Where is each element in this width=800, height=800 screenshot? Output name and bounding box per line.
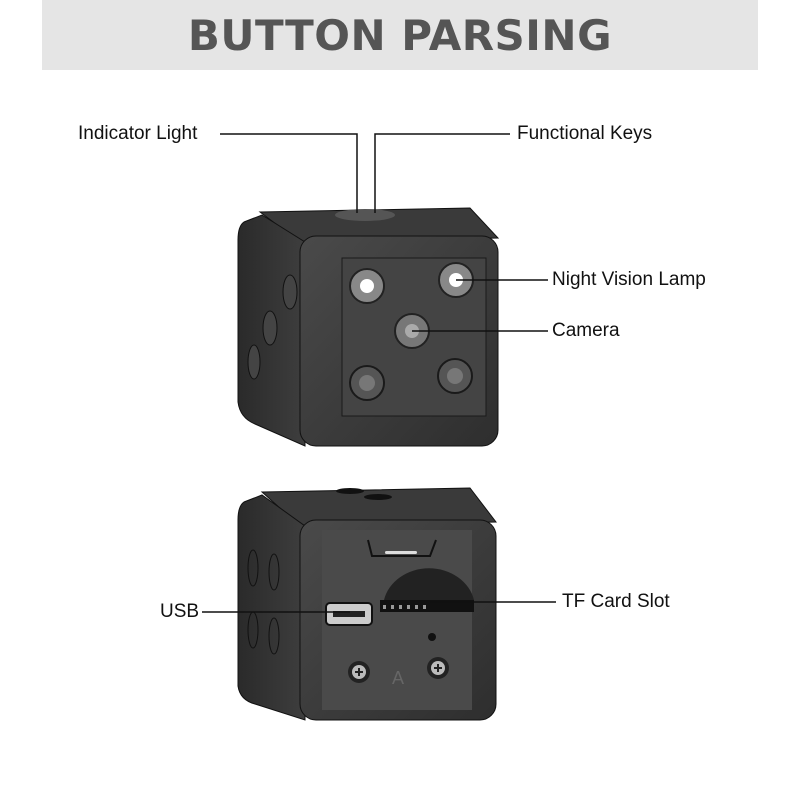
sensor-bottom-left-icon (349, 365, 385, 401)
screw-right-icon (427, 657, 449, 679)
label-camera: Camera (552, 320, 620, 341)
indicator-light-leader (220, 133, 358, 213)
page-title: BUTTON PARSING (187, 10, 613, 60)
tf-card-slot-icon (380, 600, 474, 612)
cube-left-face (237, 494, 306, 721)
tf-card-slot-cover (384, 568, 474, 600)
header-banner: BUTTON PARSING (42, 0, 758, 70)
reset-hole-icon (428, 633, 436, 641)
label-functional-keys: Functional Keys (517, 123, 653, 144)
camera-cube-front-view (237, 207, 500, 447)
label-tf-card-slot: TF Card Slot (562, 591, 670, 612)
top-button-recess (335, 209, 395, 221)
night-vision-lamp-left-icon (349, 268, 385, 304)
screw-left-icon (348, 661, 370, 683)
sensor-bottom-right-icon (437, 358, 473, 394)
leader-lines (202, 133, 556, 613)
label-night-vision-lamp: Night Vision Lamp (552, 269, 706, 290)
camera-cube-back-view: A (237, 487, 497, 721)
clip-slot (367, 539, 437, 557)
embossed-letter: A (392, 668, 404, 688)
label-indicator-light: Indicator Light (78, 123, 198, 144)
label-usb: USB (160, 601, 200, 622)
functional-keys-leader (374, 133, 510, 213)
